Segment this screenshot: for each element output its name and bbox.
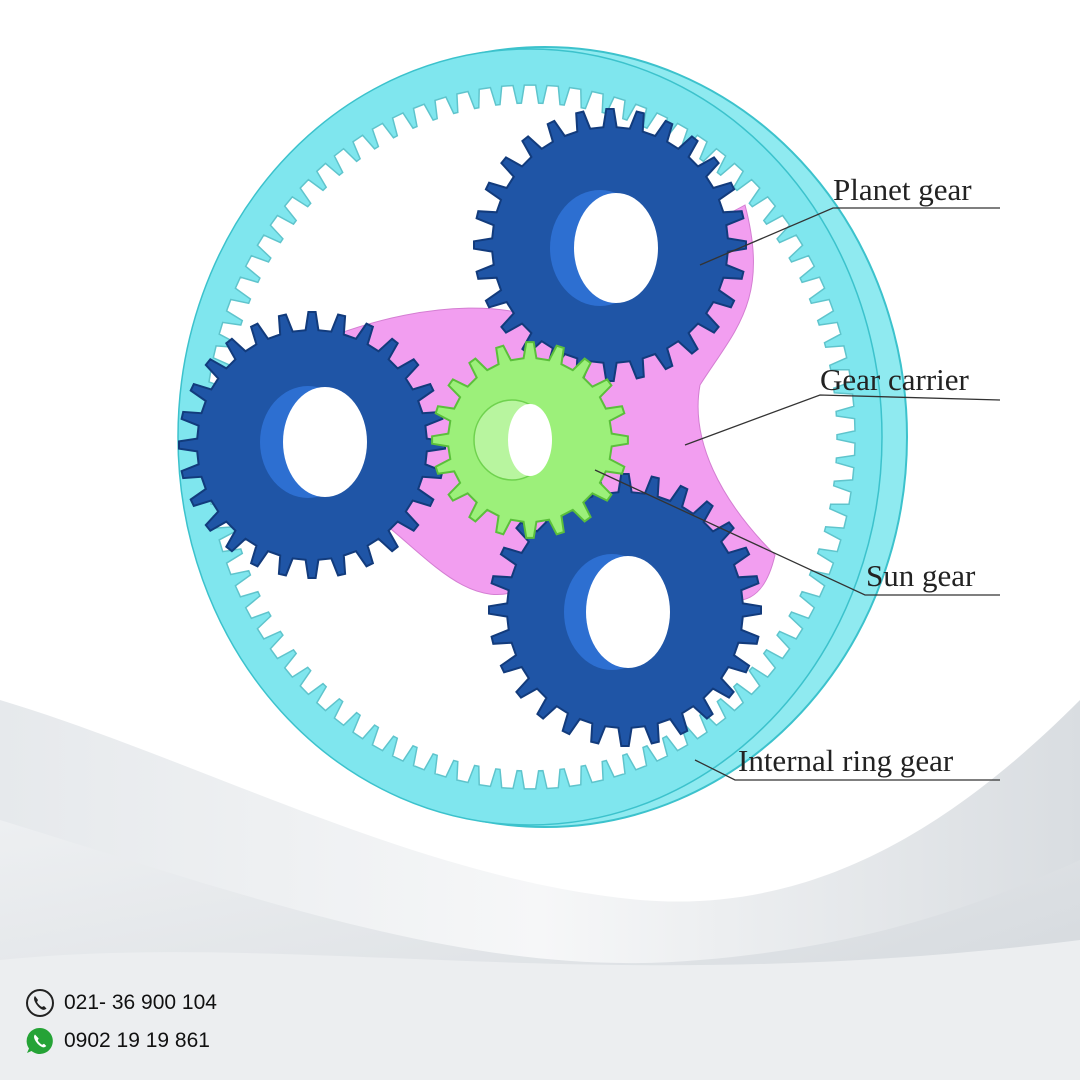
label-internal-ring-gear: Internal ring gear xyxy=(738,743,954,778)
label-sun-gear: Sun gear xyxy=(866,558,976,593)
planet-gear-bottom xyxy=(488,473,762,747)
background-swoosh xyxy=(0,700,1080,1080)
phone-number: 021- 36 900 104 xyxy=(64,991,217,1014)
leader-gear-carrier xyxy=(684,394,1001,446)
label-gear-carrier: Gear carrier xyxy=(820,362,969,397)
whatsapp-number: 0902 19 19 861 xyxy=(64,1029,210,1052)
label-planet-gear: Planet gear xyxy=(833,172,972,207)
planet-gear-left xyxy=(178,311,446,579)
contact-whatsapp[interactable]: 0902 19 19 861 xyxy=(24,1025,210,1057)
leader-internal-ring-gear xyxy=(694,759,1000,781)
contact-phone[interactable]: 021- 36 900 104 xyxy=(24,987,217,1019)
sun-gear xyxy=(431,341,629,539)
whatsapp-icon xyxy=(24,1025,56,1057)
planet-gear-top xyxy=(473,108,747,382)
leader-lines xyxy=(594,207,1001,781)
leader-sun-gear xyxy=(594,469,1000,596)
phone-icon xyxy=(24,987,56,1019)
leader-planet-gear xyxy=(699,207,1000,266)
